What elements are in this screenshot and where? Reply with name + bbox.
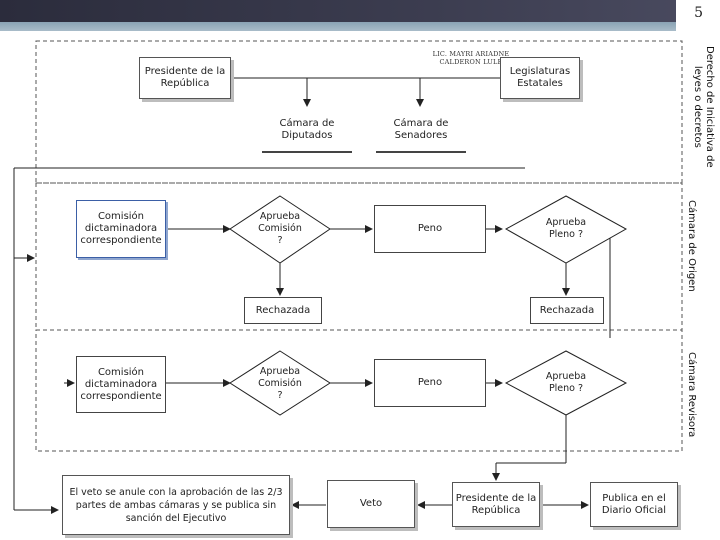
diamond-text: Aprueba (259, 366, 301, 377)
lane-title-iniciativa: Derecho de Iniciativa de leyes o decreto… (691, 46, 715, 168)
lane-title-revisora: Cámara Revisora (685, 352, 697, 437)
lane-border-iniciativa (35, 40, 683, 184)
diamond-text: Aprueba (259, 211, 301, 222)
box-text: dictaminadora (84, 378, 158, 390)
box-text: Rechazada (539, 304, 595, 316)
diamond-text: ? (277, 235, 283, 246)
box-text: sanción del Ejecutivo (125, 512, 227, 524)
diamond-aprueba-pleno-origen (504, 195, 628, 264)
box-veto-nota: El veto se anule con la aprobación de la… (62, 475, 290, 535)
slide-header-bar (0, 0, 720, 22)
box-text: Diputados (281, 129, 333, 141)
slide-header-stripe (0, 22, 720, 31)
box-text: dictaminadora (84, 223, 158, 234)
diamond-text: Aprueba (545, 217, 587, 228)
box-camara-senadores: Cámara de Senadores (376, 108, 466, 153)
diamond-text: Comisión (258, 223, 302, 234)
text-aprueba-pleno-revisora: Aprueba Pleno ? (520, 366, 612, 400)
box-text: correspondiente (80, 235, 162, 246)
box-text: Comisión (97, 211, 145, 222)
diamond-text: Pleno ? (548, 229, 584, 240)
box-presidente-republica-bottom: Presidente de la República (452, 482, 540, 527)
lane-title-iniciativa-line-2: leyes o decretos (692, 65, 703, 148)
box-text: Senadores (394, 129, 448, 141)
box-text: Peno (417, 223, 443, 234)
box-text: Cámara de (279, 117, 335, 129)
box-legislaturas-estatales: Legislaturas Estatales (500, 57, 580, 99)
box-text: Rechazada (255, 304, 311, 316)
diamond-aprueba-comision-origen (229, 195, 331, 264)
diamond-text: ? (277, 390, 283, 401)
box-comision-dictaminadora-origen: Comisión dictaminadora correspondiente (76, 200, 166, 258)
lane-title-origen-line-1: Cámara de Origen (686, 200, 697, 292)
box-text: Legislaturas (509, 66, 571, 77)
box-text: Peno (417, 377, 443, 388)
box-pleno-origen: Peno (374, 205, 486, 253)
box-rechazada-comision: Rechazada (244, 297, 322, 324)
box-text: República (160, 78, 210, 89)
box-text: correspondiente (80, 390, 162, 402)
box-text: El veto se anule con la aprobación de la… (69, 486, 283, 498)
lane-border-revisora (35, 329, 683, 452)
diamond-aprueba-comision-revisora (229, 350, 331, 416)
diamond-text: Pleno ? (548, 383, 584, 394)
diamond-text: Aprueba (545, 371, 587, 382)
box-text: Estatales (517, 78, 563, 89)
page-number: 5 (694, 5, 703, 21)
box-veto: Veto (327, 480, 415, 528)
box-text: Cámara de (393, 117, 449, 129)
diamond-text: Comisión (258, 378, 302, 389)
author-credit: LIC. MAYRI ARIADNE CALDERON LULE (400, 50, 542, 66)
text-aprueba-pleno-origen: Aprueba Pleno ? (520, 212, 612, 246)
box-rechazada-pleno: Rechazada (530, 297, 604, 324)
author-line-1: LIC. MAYRI ARIADNE (432, 50, 510, 58)
lane-title-revisora-line-1: Cámara Revisora (686, 352, 697, 438)
text-aprueba-comision-origen: Aprueba Comisión ? (240, 206, 320, 252)
box-text: Presidente de la (144, 66, 226, 77)
box-text: partes de ambas cámaras y se publica sin (75, 499, 277, 511)
slide-header-notch (676, 0, 720, 31)
box-publica-diario-oficial: Publica en el Diario Oficial (590, 482, 678, 527)
box-text: República (471, 504, 521, 516)
box-text: Presidente de la (455, 492, 537, 504)
box-text: Comisión (97, 366, 145, 378)
box-presidente-republica-top: Presidente de la República (139, 57, 231, 99)
box-camara-diputados: Cámara de Diputados (262, 108, 352, 153)
box-comision-dictaminadora-revisora: Comisión dictaminadora correspondiente (76, 356, 166, 413)
box-text: Veto (359, 498, 383, 509)
text-aprueba-comision-revisora: Aprueba Comisión ? (240, 361, 320, 407)
box-pleno-revisora: Peno (374, 359, 486, 407)
lane-title-origen: Cámara de Origen (685, 200, 697, 292)
author-line-2: CALDERON LULE (439, 58, 503, 66)
lane-title-iniciativa-line-1: Derecho de Iniciativa de (704, 46, 715, 168)
diamond-aprueba-pleno-revisora (504, 350, 628, 416)
box-text: Diario Oficial (601, 504, 667, 516)
box-text: Publica en el (602, 492, 666, 504)
